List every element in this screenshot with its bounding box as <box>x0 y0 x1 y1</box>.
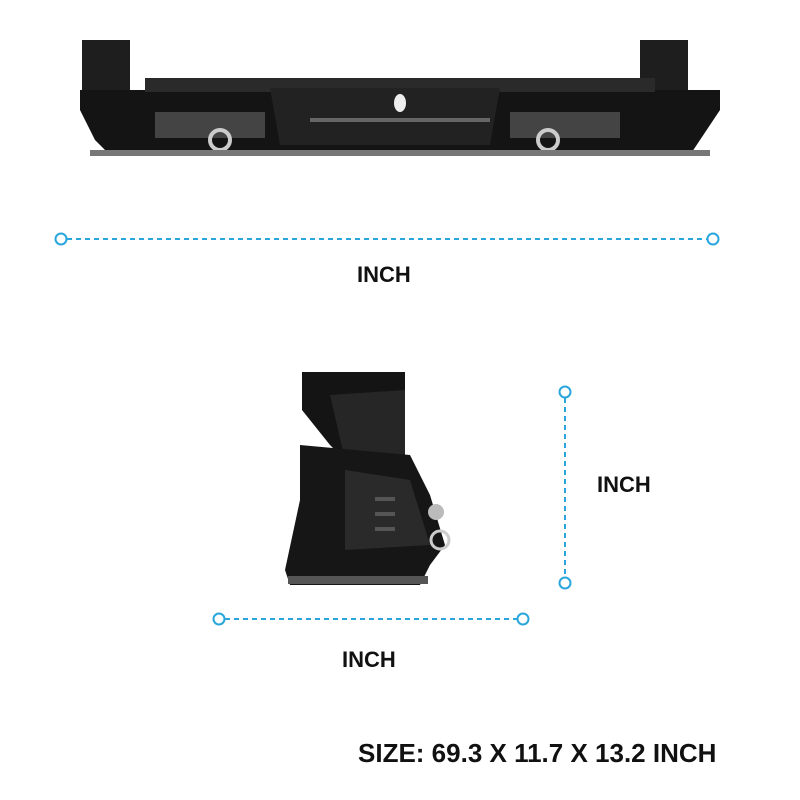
height-dimension-line <box>558 385 572 590</box>
size-text: SIZE: 69.3 X 11.7 X 13.2 INCH <box>358 738 717 768</box>
bumper-front-view <box>80 40 720 156</box>
width-dimension-line <box>54 232 720 246</box>
depth-dimension-line <box>212 612 530 626</box>
bumper-side-view <box>285 372 451 585</box>
width-label: INCH <box>357 262 411 287</box>
depth-label: INCH <box>342 647 396 672</box>
height-label: INCH <box>597 472 651 497</box>
